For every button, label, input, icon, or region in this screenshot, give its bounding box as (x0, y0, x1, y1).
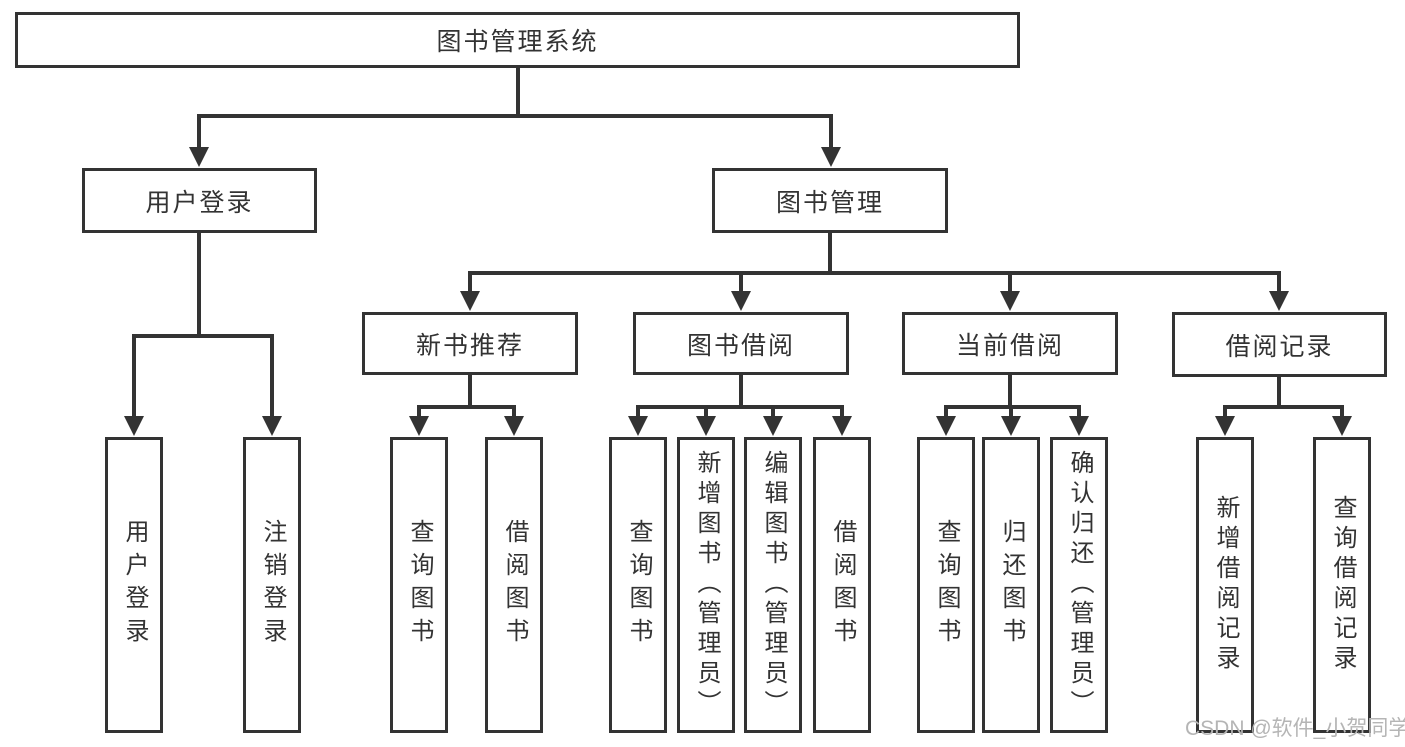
leaf-label: 新增借阅记录 (1212, 495, 1239, 675)
connector-arrow (1340, 407, 1344, 417)
connector-line (197, 233, 201, 338)
connector-arrow (1077, 407, 1081, 417)
leaf-query-books-current: 查询图书 (917, 437, 975, 733)
node-label: 图书管理 (775, 188, 884, 217)
csdn-watermark: CSDN @软件_小贺同学 (1185, 717, 1405, 740)
connector-arrow (739, 273, 743, 292)
leaf-logout: 注销登录 (243, 437, 301, 733)
connector-arrow (1008, 273, 1012, 292)
leaf-label: 查询借阅记录 (1329, 495, 1356, 675)
connector-arrow (704, 407, 708, 417)
node-label: 用户登录 (145, 188, 254, 217)
node-label: 新书推荐 (415, 331, 524, 360)
connector-line (1008, 375, 1012, 409)
node-book-management: 图书管理 (712, 168, 948, 233)
connector-line (828, 233, 832, 275)
connector-arrow (1009, 407, 1013, 417)
leaf-query-books-recommend: 查询图书 (390, 437, 448, 733)
connector-arrow (771, 407, 775, 417)
node-book-borrowing: 图书借阅 (633, 312, 849, 375)
leaf-add-borrow-record: 新增借阅记录 (1196, 437, 1254, 733)
leaf-label: 查询图书 (625, 519, 652, 651)
leaf-label: 注销登录 (259, 519, 286, 651)
node-label: 借阅记录 (1225, 332, 1334, 361)
leaf-label: 查询图书 (406, 519, 433, 651)
leaf-return-books: 归还图书 (982, 437, 1040, 733)
connector-arrow (468, 273, 472, 292)
connector-line (417, 405, 516, 409)
connector-line (1277, 375, 1281, 409)
connector-line (197, 114, 833, 118)
leaf-label: 用户登录 (121, 519, 148, 651)
leaf-confirm-return-admin: 确认归还（管理员） (1050, 437, 1108, 733)
connector-arrow (1277, 273, 1281, 292)
leaf-label: 新增图书（管理员） (693, 450, 720, 720)
leaf-label: 借阅图书 (829, 519, 856, 651)
leaf-user-login: 用户登录 (105, 437, 163, 733)
node-label: 当前借阅 (955, 331, 1064, 360)
leaf-add-books-admin: 新增图书（管理员） (677, 437, 735, 733)
connector-line (468, 271, 1281, 275)
node-new-book-recommendation: 新书推荐 (362, 312, 578, 375)
node-root: 图书管理系统 (15, 12, 1020, 68)
node-root-label: 图书管理系统 (436, 28, 599, 56)
node-borrowing-records: 借阅记录 (1172, 312, 1387, 377)
connector-line (739, 375, 743, 409)
leaf-label: 查询图书 (933, 519, 960, 651)
leaf-label: 归还图书 (998, 519, 1025, 651)
leaf-edit-books-admin: 编辑图书（管理员） (744, 437, 802, 733)
node-user-login: 用户登录 (82, 168, 317, 233)
connector-line (468, 375, 472, 409)
connector-arrow (512, 407, 516, 417)
connector-arrow (944, 407, 948, 417)
connector-line (132, 334, 274, 338)
leaf-query-borrow-record: 查询借阅记录 (1313, 437, 1371, 733)
connector-arrow (829, 116, 833, 148)
connector-arrow (1223, 407, 1227, 417)
connector-arrow (417, 407, 421, 417)
node-label: 图书借阅 (686, 331, 795, 360)
connector-arrow (132, 336, 136, 417)
connector-arrow (636, 407, 640, 417)
connector-arrow (840, 407, 844, 417)
leaf-label: 编辑图书（管理员） (760, 450, 787, 720)
connector-line (636, 405, 844, 409)
leaf-borrow-books: 借阅图书 (813, 437, 871, 733)
connector-line (516, 68, 520, 118)
node-current-borrowing: 当前借阅 (902, 312, 1118, 375)
connector-arrow (270, 336, 274, 417)
connector-arrow (197, 116, 201, 148)
leaf-borrow-books-recommend: 借阅图书 (485, 437, 543, 733)
connector-line (1223, 405, 1344, 409)
leaf-label: 借阅图书 (501, 519, 528, 651)
leaf-query-books-borrowing: 查询图书 (609, 437, 667, 733)
leaf-label: 确认归还（管理员） (1066, 450, 1093, 720)
